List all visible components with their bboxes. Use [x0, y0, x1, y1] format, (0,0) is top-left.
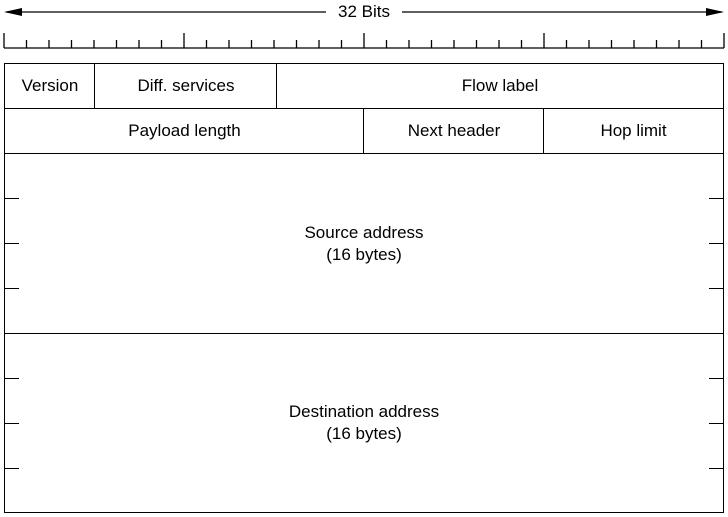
- divider-version: [94, 64, 95, 108]
- right-arrowhead-icon: [706, 8, 724, 16]
- destination-right-tick: [709, 378, 723, 379]
- diff-services-field: Diff. services: [137, 76, 235, 95]
- left-arrowhead-icon: [4, 8, 22, 16]
- destination-address-label: Destination address: [288, 402, 440, 421]
- source-address-field: Source address (16 bytes): [5, 154, 723, 333]
- source-address-label: Source address: [304, 222, 424, 242]
- divider-next-header: [543, 109, 544, 153]
- source-left-tick: [5, 243, 19, 244]
- row2-bottom-line: [5, 153, 723, 154]
- source-bottom-line: [5, 333, 723, 334]
- next-header-field: Next header: [407, 121, 501, 140]
- destination-left-tick: [5, 468, 19, 469]
- destination-right-tick: [709, 468, 723, 469]
- source-right-tick: [709, 198, 723, 199]
- row1-bottom-line: [5, 108, 723, 109]
- destination-left-tick: [5, 378, 19, 379]
- source-left-tick: [5, 288, 19, 289]
- divider-diff-services: [276, 64, 277, 108]
- source-right-tick: [709, 288, 723, 289]
- divider-payload-length: [363, 109, 364, 153]
- source-left-tick: [5, 198, 19, 199]
- source-address-size: (16 bytes): [326, 244, 402, 264]
- destination-address-field: Destination address (16 bytes): [5, 334, 723, 512]
- hop-limit-field: Hop limit: [600, 121, 667, 140]
- flow-label-field: Flow label: [461, 76, 539, 95]
- ipv6-header-frame: Version Diff. services Flow label Payloa…: [4, 63, 724, 513]
- payload-length-field: Payload length: [128, 121, 241, 140]
- destination-address-size: (16 bytes): [326, 424, 402, 443]
- version-field: Version: [21, 76, 79, 95]
- bits-label: 32 Bits: [326, 1, 402, 23]
- destination-right-tick: [709, 423, 723, 424]
- ruler-ticks: [3, 33, 725, 48]
- source-right-tick: [709, 243, 723, 244]
- destination-left-tick: [5, 423, 19, 424]
